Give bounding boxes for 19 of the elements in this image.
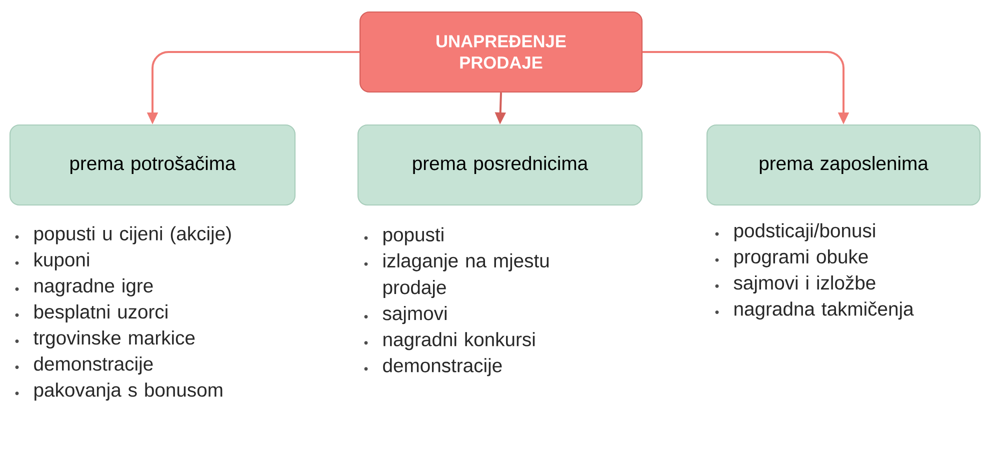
list-item: programi obuke bbox=[734, 249, 868, 268]
list-item: besplatni uzorci bbox=[34, 304, 168, 322]
list-item: sajmovi i izložbe bbox=[734, 275, 876, 294]
title-box: UNAPREĐENJE PRODAJE bbox=[359, 11, 643, 93]
list-item: demonstracije bbox=[383, 358, 502, 376]
list-item: sajmovi bbox=[382, 306, 446, 324]
list-item: podsticaji/bonusi bbox=[734, 223, 875, 242]
category-box: prema zaposlenima bbox=[706, 124, 981, 206]
list-item: popusti bbox=[384, 227, 444, 246]
list-item: nagradne igre bbox=[34, 278, 153, 296]
category-box: prema potrošačima bbox=[9, 124, 296, 206]
list-item: demonstracije bbox=[34, 356, 153, 375]
category-box: prema posrednicima bbox=[357, 124, 643, 206]
list-item: nagradni konkursi bbox=[384, 332, 535, 350]
list-item: kuponi bbox=[34, 252, 89, 270]
list-item: pakovanja s bonusom bbox=[34, 382, 222, 401]
list-item: nagradna takmičenja bbox=[734, 302, 914, 320]
list-item: trgovinske markice bbox=[34, 330, 195, 349]
list-item: popusti u cijeni (akcije) bbox=[34, 226, 231, 244]
